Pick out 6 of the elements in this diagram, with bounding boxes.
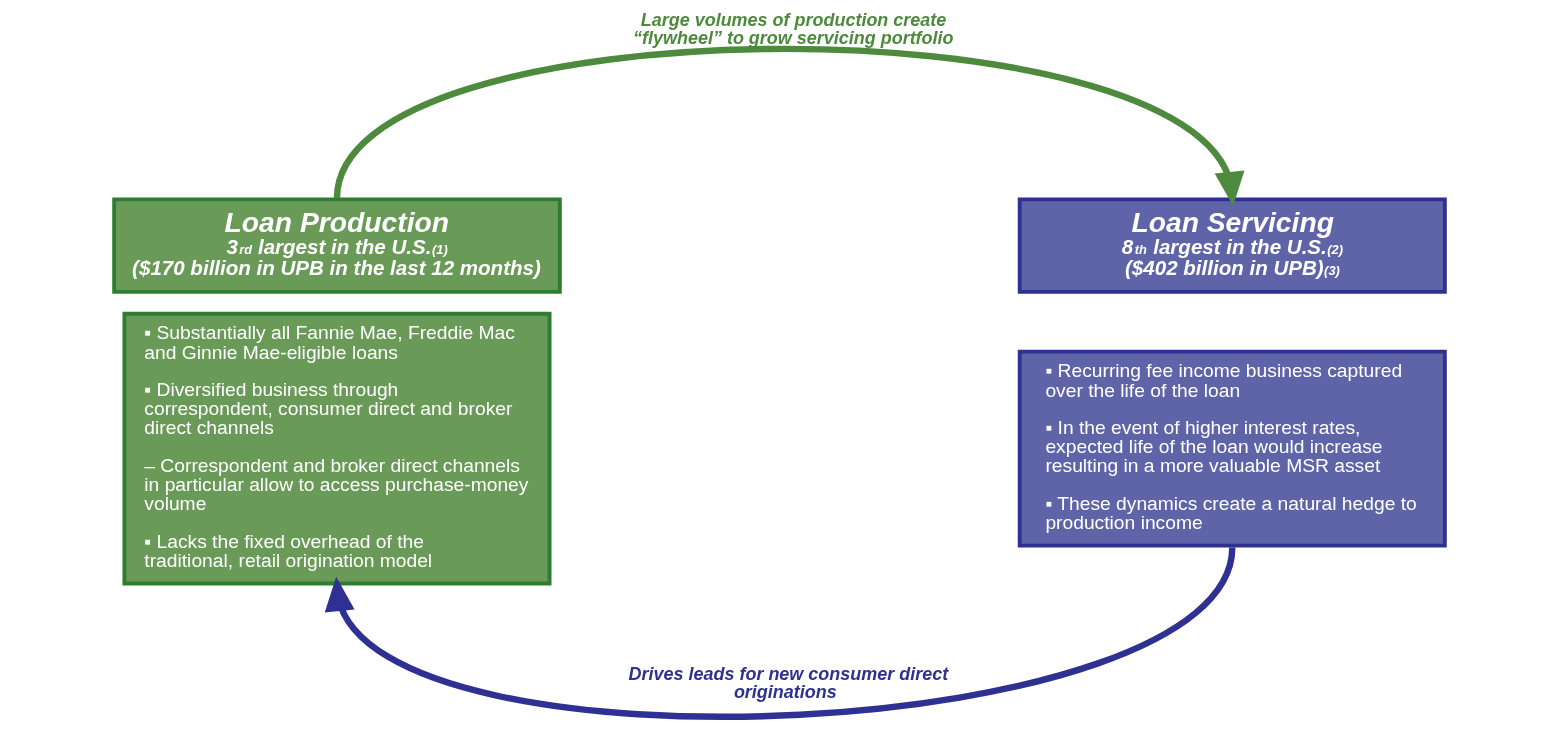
edge-label: Large volumes of production create “flywheel” to grow servicing portfolio	[632, 10, 954, 49]
node-box: Loan Production 3rd largest in the U.S.(1) ($170 billion in UPB in the last 12 months)	[111, 197, 562, 294]
node-box: Loan Servicing 8th largest in the U.S.(2) ($402 billion in UPB)(3)	[1017, 197, 1447, 294]
edge-label: Drives leads for new consumer direct originations	[628, 664, 948, 703]
node-box: ▪ Substantially all Fannie Mae, Freddie Mac and Ginnie Mae-eligible loans ▪ Diversified business through correspondent, consumer direct and broker direct channels – Correspondent and broker direct channels in particular allow to access purchase-money volume ▪ Lacks the fixed overhead of the traditional, retail origination model	[122, 311, 551, 586]
node-box: ▪ Recurring fee income business captured over the life of the loan ▪ In the event of higher interest rates, expected life of the loan would increase resulting in a more valuable MSR asset ▪ These dynamics create a natural hedge to production income	[1017, 349, 1447, 548]
